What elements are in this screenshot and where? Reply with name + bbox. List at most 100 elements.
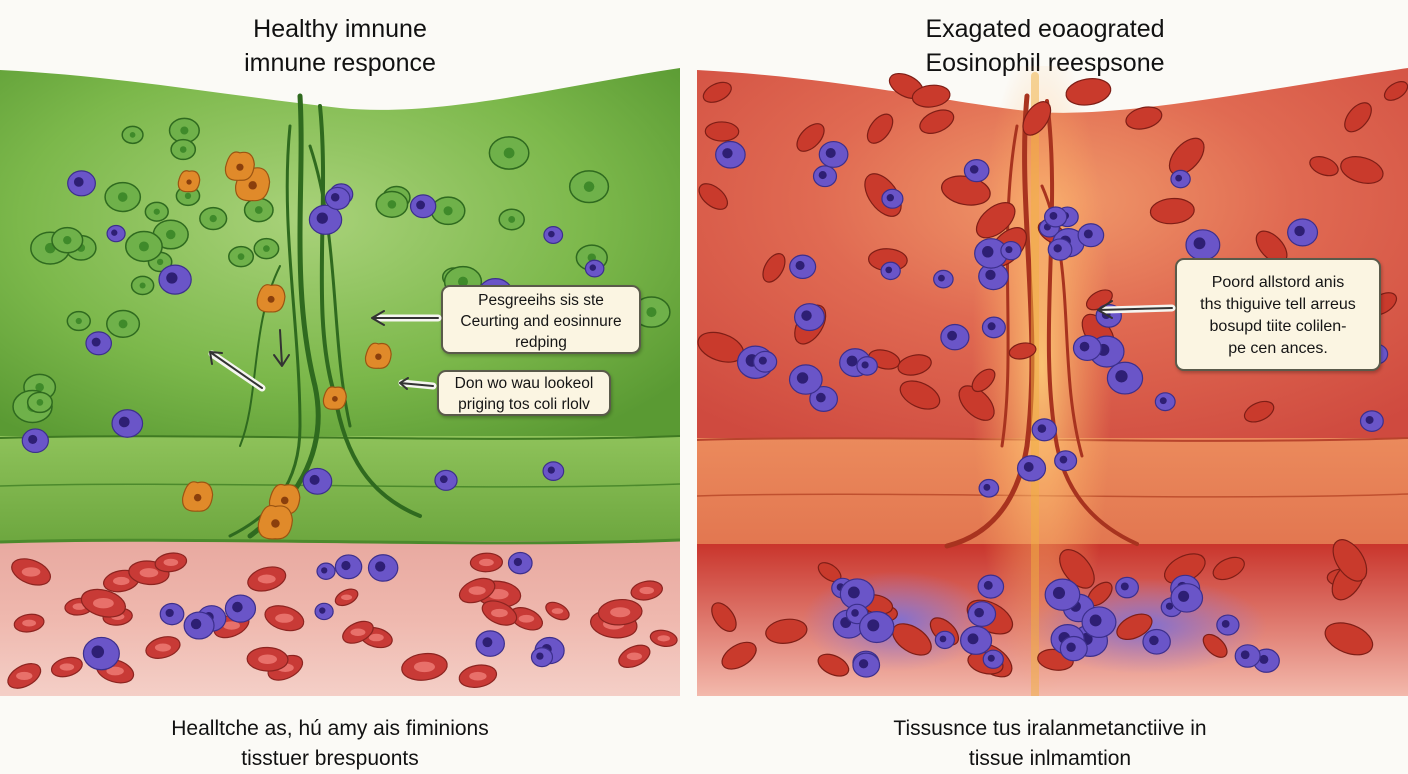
- eosinophil-nucleus: [1165, 602, 1174, 610]
- inflamed-red-cell: [1243, 400, 1275, 423]
- epithelial-nucleus: [75, 317, 82, 325]
- eosinophil-nucleus: [439, 475, 448, 484]
- eosinophil-nucleus: [987, 654, 995, 662]
- eosinophil-nucleus: [1101, 310, 1111, 319]
- epithelial-nucleus: [508, 216, 516, 223]
- eosinophil-nucleus: [1079, 341, 1090, 352]
- right-caption-line-1: Tissusnce tus iralanmetanctiive in: [893, 717, 1207, 740]
- callout-healthy-main: Pesgreeihs sis ste Ceurting and eosinnur…: [441, 285, 641, 354]
- eosinophil-nucleus: [1259, 654, 1269, 664]
- red-blood-cell-center: [350, 628, 366, 637]
- red-blood-cell-center: [223, 621, 240, 630]
- eosinophil-nucleus: [548, 230, 555, 238]
- red-blood-cell-center: [368, 633, 384, 642]
- eosinophil-nucleus: [801, 310, 812, 321]
- callout-healthy-main-line-2: Ceurting and eosinnure: [460, 313, 622, 330]
- eosinophil-nucleus: [416, 200, 426, 210]
- eosinophil-nucleus: [885, 266, 893, 274]
- red-blood-cell-center: [21, 567, 41, 577]
- red-blood-cell-center: [257, 574, 276, 584]
- red-blood-cell-center: [275, 613, 294, 623]
- epithelial-nucleus: [457, 276, 469, 287]
- eosinophil-nucleus: [111, 229, 118, 236]
- left-title-line-2: imnune responce: [244, 49, 436, 77]
- inflamed-red-cell: [897, 354, 932, 376]
- epithelial-nucleus: [254, 206, 263, 214]
- red-blood-cell-center: [551, 608, 564, 614]
- eosinophil-nucleus: [969, 165, 979, 174]
- eosinophil-nucleus: [1083, 229, 1093, 239]
- eosinophil-nucleus: [758, 356, 767, 365]
- inflamed-red-cell: [721, 641, 757, 670]
- eosinophil-nucleus: [341, 560, 351, 571]
- inflamed-red-cell: [765, 618, 808, 644]
- eosinophil-nucleus: [309, 474, 320, 485]
- inflamed-red-cell: [698, 183, 729, 210]
- inflamed-red-cell: [796, 123, 825, 152]
- callout-exaggerated-line-2: ths thiguive tell arreus: [1200, 296, 1356, 313]
- inflamed-red-cell: [1022, 101, 1052, 136]
- inflamed-red-cell: [866, 113, 894, 144]
- callout-healthy-main-line-1: Pesgreeihs sis ste: [478, 292, 604, 309]
- eosinophil-nucleus: [987, 322, 996, 331]
- eosinophil-nucleus: [375, 561, 386, 572]
- eosinophil-nucleus: [482, 637, 493, 648]
- inflamed-red-cell: [1202, 633, 1228, 658]
- red-blood-cell-center: [413, 661, 435, 673]
- inflamed-red-cell: [711, 602, 737, 632]
- inflamed-red-cell: [1383, 81, 1408, 101]
- callout-healthy-main-line-3: redping: [515, 334, 567, 351]
- eosinophil-nucleus: [851, 609, 859, 617]
- inflamed-red-cell: [975, 202, 1016, 239]
- eosinophil-nucleus: [1059, 455, 1068, 464]
- callout-healthy-small-line-1: Don wo wau lookeol: [454, 375, 594, 392]
- eosinophil-nucleus: [867, 619, 880, 632]
- epithelial-nucleus: [209, 214, 217, 223]
- eosinophil-nucleus: [28, 434, 38, 444]
- red-blood-cell-center: [154, 643, 172, 652]
- epithelial-nucleus: [35, 382, 44, 392]
- epithelial-nucleus: [583, 181, 595, 192]
- eosinophil-nucleus: [983, 483, 991, 491]
- epithelial-nucleus: [180, 126, 189, 135]
- epithelial-nucleus: [63, 235, 72, 245]
- epithelial-nucleus: [184, 192, 192, 200]
- inflamed-red-cell: [1116, 613, 1153, 641]
- inflamed-red-cell: [1324, 622, 1374, 656]
- eosinophil-nucleus: [795, 260, 805, 271]
- eosinophil-nucleus: [91, 645, 105, 659]
- eosinophil-nucleus: [1049, 211, 1058, 220]
- inflamed-red-cell: [762, 253, 786, 283]
- epithelial-nucleus: [118, 319, 128, 329]
- callout-exaggerated-line-1: Poord allstord anis: [1211, 274, 1345, 291]
- epithelial-nucleus: [153, 208, 160, 215]
- eosinophil-nucleus: [861, 361, 869, 369]
- red-blood-cell-center: [639, 586, 655, 595]
- eosinophil-nucleus: [1159, 397, 1167, 405]
- activated-cell-nucleus: [248, 181, 257, 190]
- epithelial-nucleus: [179, 146, 187, 153]
- inflamed-red-cell: [1340, 156, 1384, 184]
- right-caption: Tissusnce tus iralanmetanctiive in tissu…: [840, 714, 1260, 774]
- eosinophil-nucleus: [985, 269, 996, 281]
- eosinophil-nucleus: [1294, 225, 1305, 237]
- eosinophil-nucleus: [722, 148, 733, 159]
- eosinophil-nucleus: [1365, 415, 1374, 424]
- eosinophil-nucleus: [1120, 582, 1129, 591]
- red-blood-cell-center: [59, 663, 75, 671]
- left-caption-line-2: tisstuer brespuonts: [241, 747, 419, 770]
- epithelial-nucleus: [387, 200, 397, 209]
- eosinophil-nucleus: [858, 659, 869, 669]
- eosinophil-nucleus: [1149, 635, 1159, 646]
- epithelial-nucleus: [138, 241, 149, 252]
- red-blood-cell-center: [469, 671, 487, 681]
- inflamed-red-cell: [1008, 342, 1037, 360]
- activated-cell-nucleus: [186, 179, 192, 185]
- eosinophil-nucleus: [73, 177, 84, 187]
- red-blood-cell-center: [113, 576, 130, 586]
- eosinophil-nucleus: [967, 633, 979, 645]
- eosinophil-nucleus: [818, 171, 827, 180]
- left-caption: Healltche as, hú amy ais fiminions tisst…: [140, 714, 520, 774]
- eosinophil-nucleus: [1089, 614, 1102, 627]
- red-blood-cell-center: [106, 666, 124, 676]
